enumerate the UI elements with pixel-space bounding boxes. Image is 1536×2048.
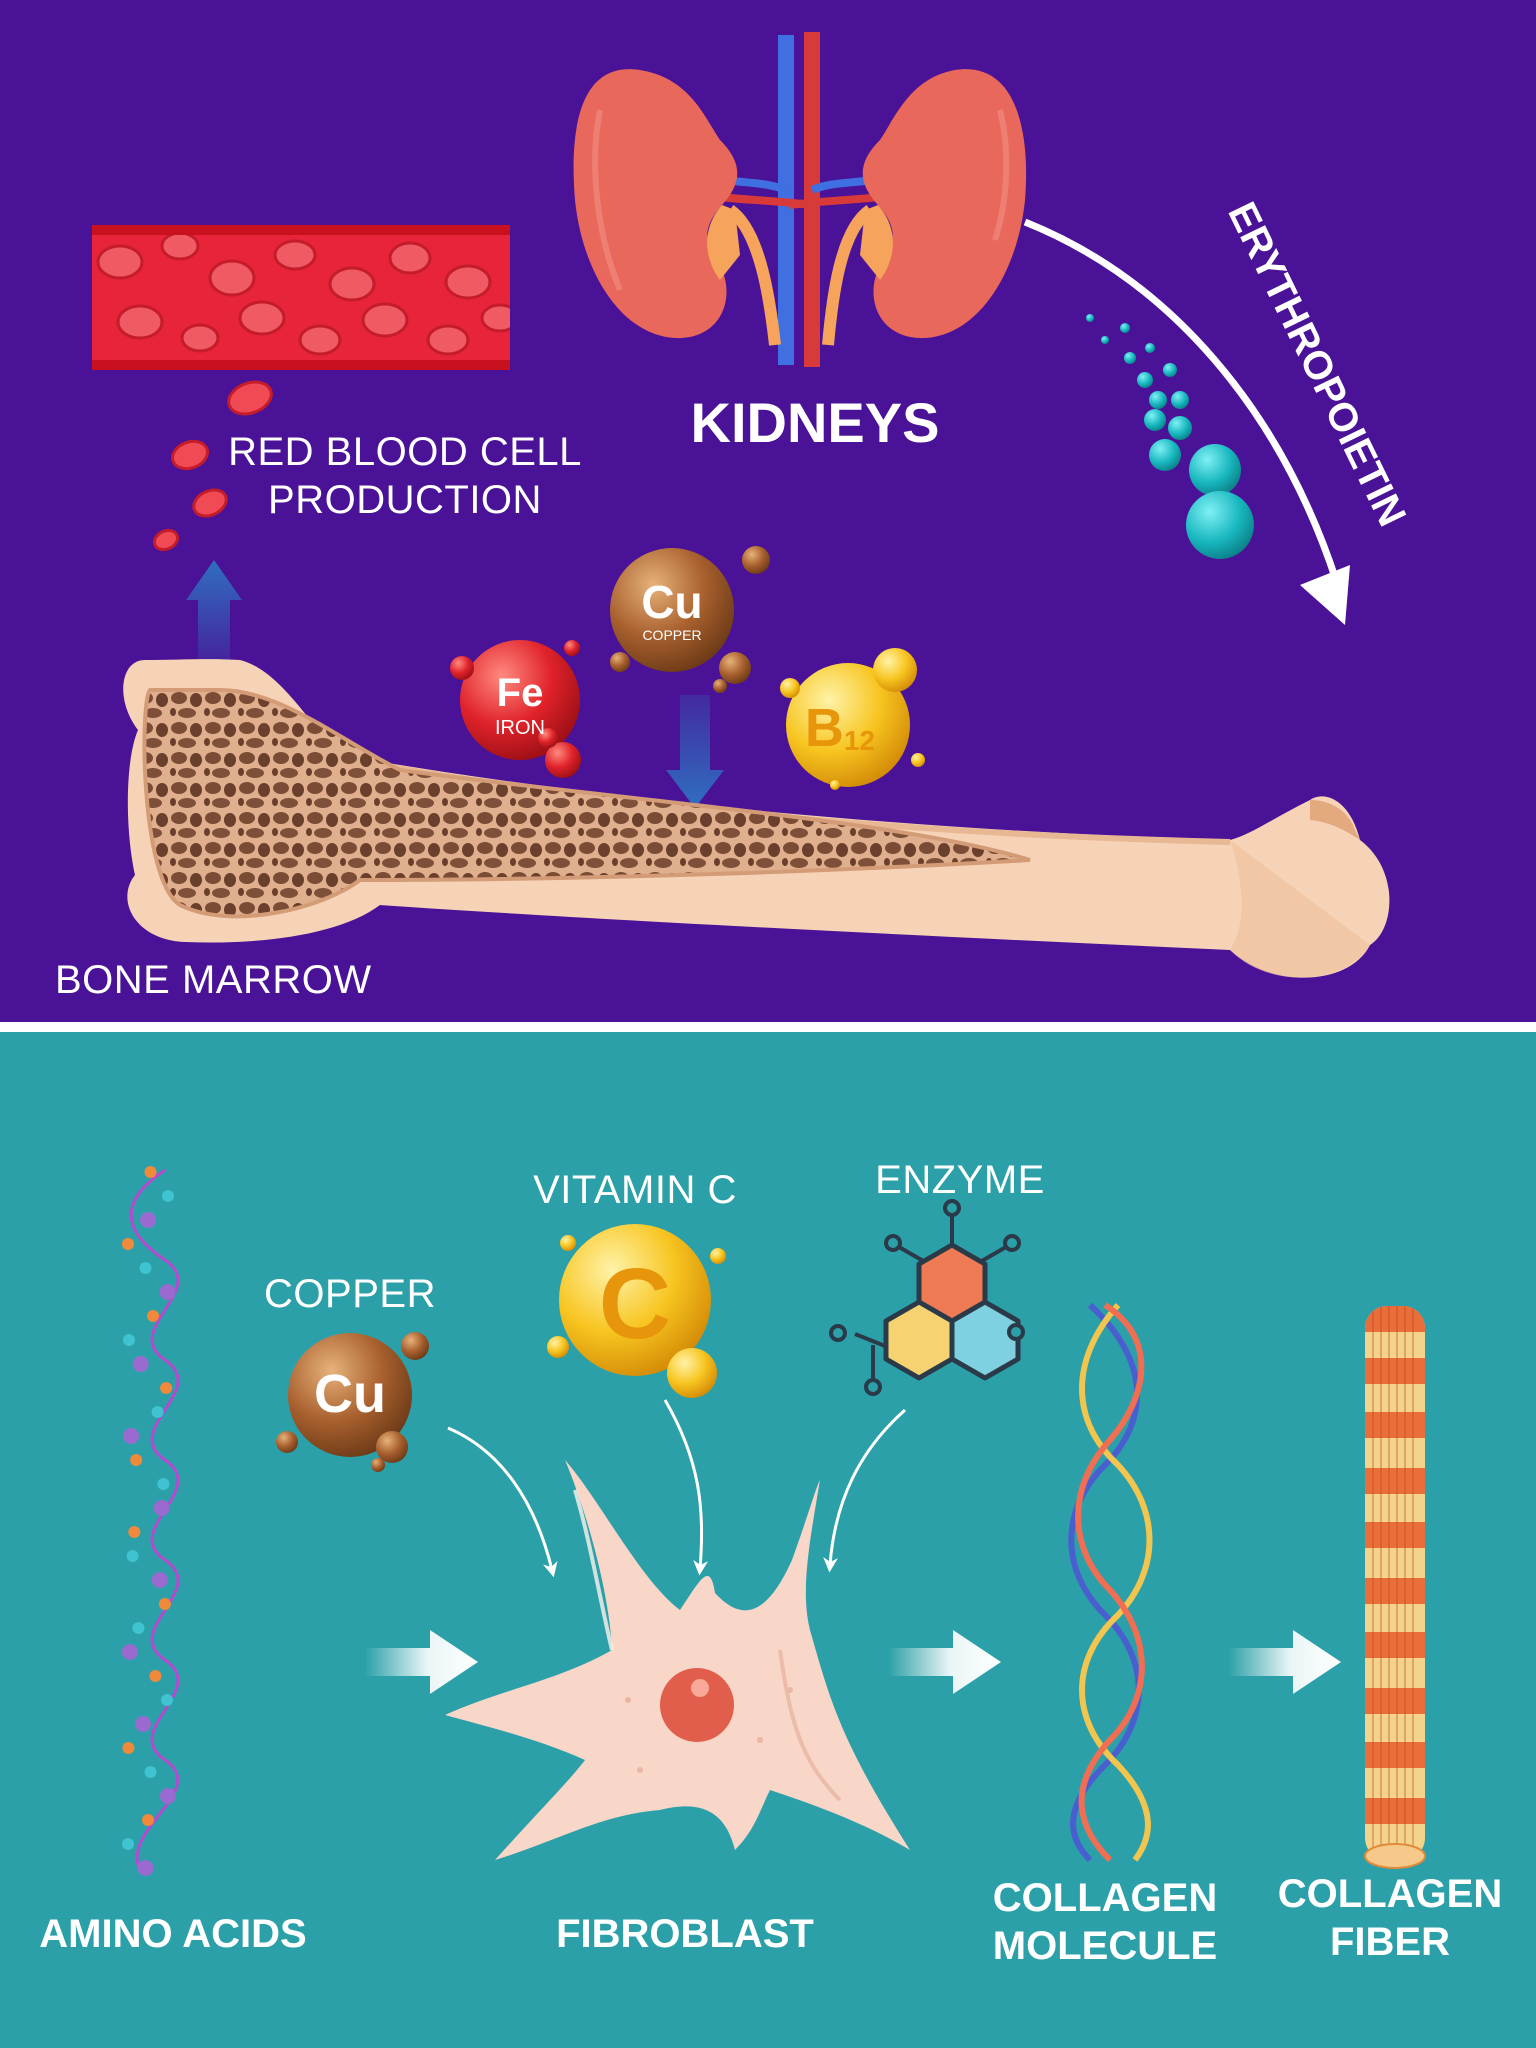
copper-to-fibroblast-arrow <box>447 1426 558 1578</box>
up-arrow <box>186 560 242 660</box>
amino-acid-bead <box>157 1478 170 1490</box>
amino-acid-bead <box>128 1526 141 1538</box>
amino-acid-bead <box>122 1238 134 1250</box>
amino-acid-bead <box>140 1212 156 1228</box>
erythropoietin-arrow <box>1023 218 1340 582</box>
amino-acids-label: AMINO ACIDS <box>39 1912 307 1956</box>
amino-acid-bead <box>132 1622 145 1634</box>
collagen-fiber-label-line1: COLLAGEN <box>1277 1872 1503 1916</box>
copper-bubble-bottom: Cu <box>276 1332 429 1472</box>
amino-acid-bead <box>123 1334 135 1346</box>
amino-acid-bead <box>149 1670 162 1682</box>
bone-marrow-label: BONE MARROW <box>55 958 372 1002</box>
amino-acid-bead <box>161 1694 173 1706</box>
collagen-fiber <box>1364 1306 1426 1869</box>
amino-acid-bead <box>151 1572 168 1588</box>
fibroblast-to-molecule-arrow <box>888 1630 1001 1694</box>
erythropoietin-arrowhead <box>1300 565 1350 625</box>
rbc-production-label-line2: PRODUCTION <box>268 478 542 522</box>
molecule-to-fiber-arrow <box>1228 1630 1341 1694</box>
kidneys-illustration <box>573 32 1027 367</box>
panel-divider <box>0 1022 1536 1032</box>
amino-acid-bead <box>147 1310 159 1322</box>
svg-text:B12: B12 <box>805 698 875 758</box>
collagen-molecule-label-line1: COLLAGEN <box>992 1876 1218 1920</box>
b12-subscript: 12 <box>844 725 875 756</box>
amino-to-fibroblast-arrow <box>365 1630 478 1694</box>
copper-bubble-top: Cu COPPER <box>610 546 770 693</box>
amino-acid-bead <box>162 1190 174 1202</box>
bottom-panel-background <box>0 1032 1536 2048</box>
copper-label: COPPER <box>264 1272 436 1316</box>
enzyme-label: ENZYME <box>875 1158 1045 1202</box>
down-arrow <box>666 695 724 808</box>
amino-acid-bead <box>159 1284 176 1300</box>
red-blood-cells <box>152 380 273 552</box>
vitamin-c-bubble: C <box>547 1224 726 1398</box>
amino-acid-bead <box>153 1500 170 1516</box>
kidneys-label: KIDNEYS <box>690 391 940 454</box>
copper-name-top: COPPER <box>642 627 701 643</box>
collagen-molecule-label-line2: MOLECULE <box>992 1924 1218 1968</box>
enzyme-molecule <box>829 1199 1025 1396</box>
amino-acid-bead <box>160 1382 173 1394</box>
amino-acid-bead <box>130 1454 143 1466</box>
copper-symbol-top: Cu <box>641 576 702 628</box>
vitamin-c-label: VITAMIN C <box>533 1168 737 1212</box>
amino-acid-strand <box>129 1168 180 1871</box>
iron-bubble: Fe IRON <box>450 640 581 778</box>
amino-acid-bead <box>121 1644 138 1660</box>
copper-symbol-bottom: Cu <box>314 1364 386 1424</box>
erythropoietin-molecules <box>1086 314 1254 559</box>
amino-acid-bead <box>132 1356 149 1372</box>
fibroblast-cell <box>445 1460 910 1860</box>
amino-acid-chain <box>121 1166 180 1876</box>
amino-acid-bead <box>158 1598 171 1610</box>
rbc-production-label-line1: RED BLOOD CELL <box>228 430 582 474</box>
amino-acid-bead <box>160 1788 176 1804</box>
enzyme-to-fibroblast-arrow <box>823 1408 906 1573</box>
amino-acid-bead <box>122 1742 135 1754</box>
vitamin-c-symbol: C <box>599 1248 671 1360</box>
collagen-fiber-label-line2: FIBER <box>1330 1920 1450 1964</box>
amino-acid-bead <box>126 1550 139 1562</box>
b12-symbol: B <box>805 698 844 758</box>
b12-bubble: B12 <box>780 648 925 790</box>
blood-vessel-illustration <box>92 225 510 370</box>
amino-acid-bead <box>123 1428 140 1444</box>
amino-acid-bead <box>135 1716 151 1732</box>
amino-acid-bead <box>139 1262 152 1274</box>
amino-acid-bead <box>151 1406 164 1418</box>
collagen-molecule-helix <box>1068 1302 1153 1863</box>
amino-acid-bead <box>137 1860 154 1876</box>
amino-acid-bead <box>144 1166 157 1178</box>
vitamin-c-to-fibroblast-arrow <box>663 1399 709 1576</box>
iron-name: IRON <box>495 717 545 739</box>
amino-acid-bead <box>142 1814 154 1826</box>
fibroblast-label: FIBROBLAST <box>556 1912 814 1956</box>
iron-symbol: Fe <box>497 671 544 715</box>
amino-acid-bead <box>144 1766 157 1778</box>
amino-acid-bead <box>122 1838 134 1850</box>
